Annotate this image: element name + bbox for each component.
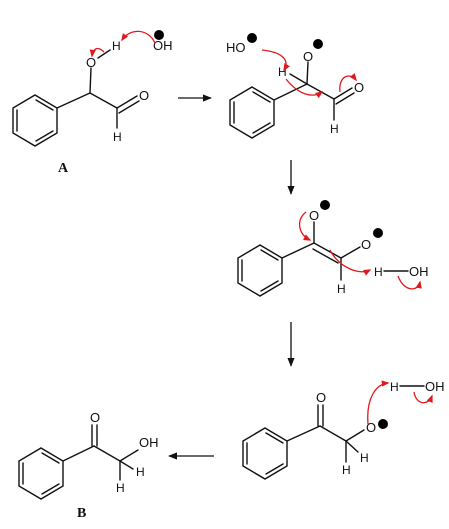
atom-h-methylene-b2: H — [136, 465, 145, 479]
bond-ring-ca — [56, 92, 91, 109]
hydroxide-reagent: OH — [153, 30, 173, 53]
bond-ch2-o — [345, 429, 365, 442]
compound-label-b: B — [77, 506, 86, 521]
bond-c-ch2 — [93, 445, 121, 462]
negative-charge-icon — [378, 419, 388, 429]
atom-o-enolate-2: O — [361, 237, 371, 252]
bond-ring-c — [286, 425, 321, 442]
atom-oh-b: OH — [139, 435, 159, 450]
atom-o-carbonyl-2: O — [354, 80, 364, 95]
atom-h-vinyl: H — [337, 282, 346, 296]
atom-h-methylene-b1: H — [116, 481, 125, 495]
curved-arrow-icon — [339, 73, 357, 93]
negative-charge-icon — [320, 200, 330, 210]
curved-arrow-icon — [89, 47, 105, 58]
alkoxide-intermediate: HO H O O H — [226, 33, 364, 139]
atom-o-ketone: O — [316, 390, 326, 405]
bond-ca-o — [89, 67, 92, 94]
atom-o-alkoxide: O — [366, 420, 376, 435]
curved-arrow-icon — [367, 380, 390, 425]
curved-arrow-icon — [329, 249, 372, 276]
bond-o-h — [97, 49, 111, 59]
benzene-ring-2 — [229, 86, 275, 139]
negative-charge-icon — [154, 30, 164, 40]
atom-ho-hydroxide: HO — [226, 40, 246, 55]
bond-ca-h — [289, 73, 308, 85]
bond-ring-c — [281, 242, 315, 259]
atom-h-water: H — [390, 380, 399, 394]
atom-h-methylene-1: H — [342, 463, 351, 477]
molecule-b: O OH H H B — [18, 410, 159, 521]
enediolate-intermediate: O O H H OH — [237, 200, 429, 297]
bond-c-c-double-1 — [313, 242, 342, 259]
curved-arrow-icon — [413, 391, 433, 404]
atom-h-hydroxyl-a: H — [112, 39, 121, 53]
atom-h-water: H — [374, 265, 383, 279]
bond-c-o-minus-2 — [340, 246, 361, 259]
bond-c-o-double-1 — [333, 87, 353, 100]
benzene-ring-4 — [242, 427, 288, 480]
curved-arrow-icon — [397, 275, 422, 290]
atom-o-enolate-1: O — [309, 208, 319, 223]
benzene-ring-b — [18, 447, 64, 500]
keto-alkoxide-intermediate: O O H H H OH — [242, 379, 445, 480]
bond-ch2-oh — [119, 449, 139, 462]
negative-charge-icon — [313, 39, 323, 49]
compound-label-a: A — [58, 161, 69, 176]
atom-o-ketone-b: O — [90, 410, 100, 425]
bond-ring-c — [62, 445, 95, 462]
curved-arrow-icon — [299, 211, 312, 241]
atom-o-hydroxyl-a: O — [86, 55, 96, 70]
atom-h-aldehyde-2: H — [330, 122, 339, 136]
atom-h-aldehyde-a: H — [113, 130, 122, 144]
bond-ca-cho — [89, 92, 118, 109]
molecule-a: O H O H A — [12, 39, 149, 176]
bond-c-o-double-2 — [335, 92, 355, 105]
bond-ch2-h-2 — [345, 440, 359, 453]
bond-ch2-h-2 — [119, 460, 134, 470]
atom-h-methylene-2: H — [360, 451, 369, 465]
curved-arrow-icon — [285, 78, 324, 99]
atom-oh-hydroxide: OH — [153, 38, 173, 53]
bond-ca-o — [306, 61, 309, 85]
bond-c-c-double-2 — [312, 248, 339, 264]
negative-charge-icon — [373, 228, 383, 238]
bond-c-o-double-1 — [116, 95, 138, 109]
bond-ring-ca — [273, 83, 308, 101]
atom-o-carbonyl-a: O — [139, 88, 149, 103]
bond-c-ch2 — [319, 425, 347, 442]
atom-o-alkoxide: O — [303, 49, 313, 64]
curved-arrow-icon — [121, 30, 156, 44]
atom-oh-water: OH — [409, 264, 429, 279]
atom-h-alpha: H — [278, 65, 287, 79]
benzene-ring-a — [12, 94, 58, 147]
curved-arrow-icon — [261, 49, 290, 72]
bond-c-o-double-2 — [118, 100, 140, 114]
benzene-ring-3 — [237, 244, 283, 297]
negative-charge-icon — [247, 33, 257, 43]
atom-oh-water: OH — [425, 379, 445, 394]
bond-ca-cho — [306, 83, 335, 100]
